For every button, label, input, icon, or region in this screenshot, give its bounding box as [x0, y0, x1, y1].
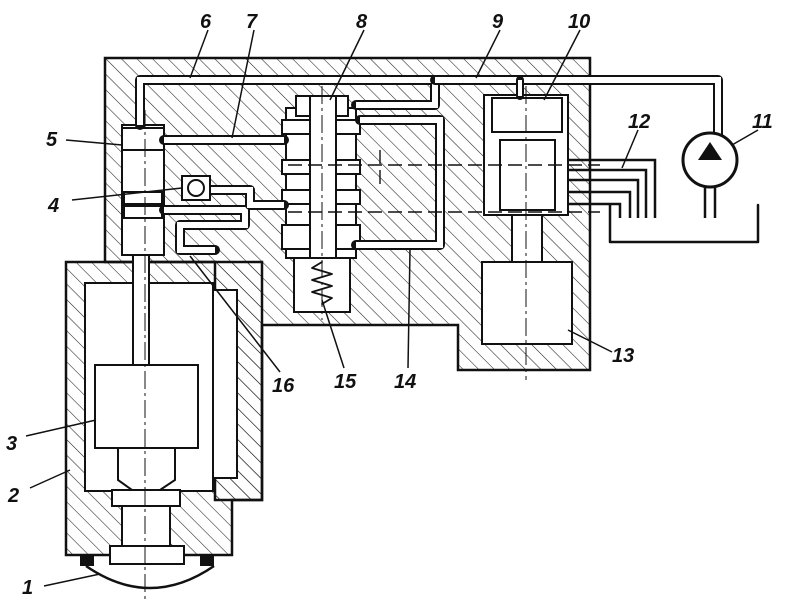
- label-16: 16: [272, 375, 295, 397]
- label-7: 7: [246, 11, 258, 33]
- channels: [135, 75, 723, 255]
- label-6: 6: [200, 11, 212, 33]
- piston-3: [94, 364, 199, 449]
- label-4: 4: [47, 195, 59, 217]
- label-8: 8: [356, 11, 368, 33]
- cavities: [84, 94, 573, 565]
- label-15: 15: [334, 371, 357, 393]
- label-5: 5: [46, 129, 58, 151]
- check-valve-4: [181, 175, 211, 201]
- tank: [608, 203, 760, 244]
- labels: 1 2 3 4 5 6 7 8 9 10 11 12 13 14 15 16: [6, 11, 773, 599]
- label-11: 11: [752, 111, 773, 133]
- label-14: 14: [394, 371, 416, 393]
- label-3: 3: [6, 433, 17, 455]
- piston-10: [491, 97, 563, 133]
- label-1: 1: [22, 577, 33, 599]
- label-2: 2: [7, 485, 19, 507]
- label-9: 9: [492, 11, 504, 33]
- window-1: [85, 564, 215, 590]
- valve-5-head: [121, 127, 165, 151]
- label-10: 10: [568, 11, 590, 33]
- tank-lines-12: [568, 158, 657, 218]
- chamber-13: [481, 261, 573, 345]
- dashed-lines: [288, 150, 600, 213]
- label-12: 12: [628, 111, 650, 133]
- leader-lines: [25, 29, 759, 587]
- pump-11: [681, 131, 739, 218]
- label-13: 13: [612, 345, 634, 367]
